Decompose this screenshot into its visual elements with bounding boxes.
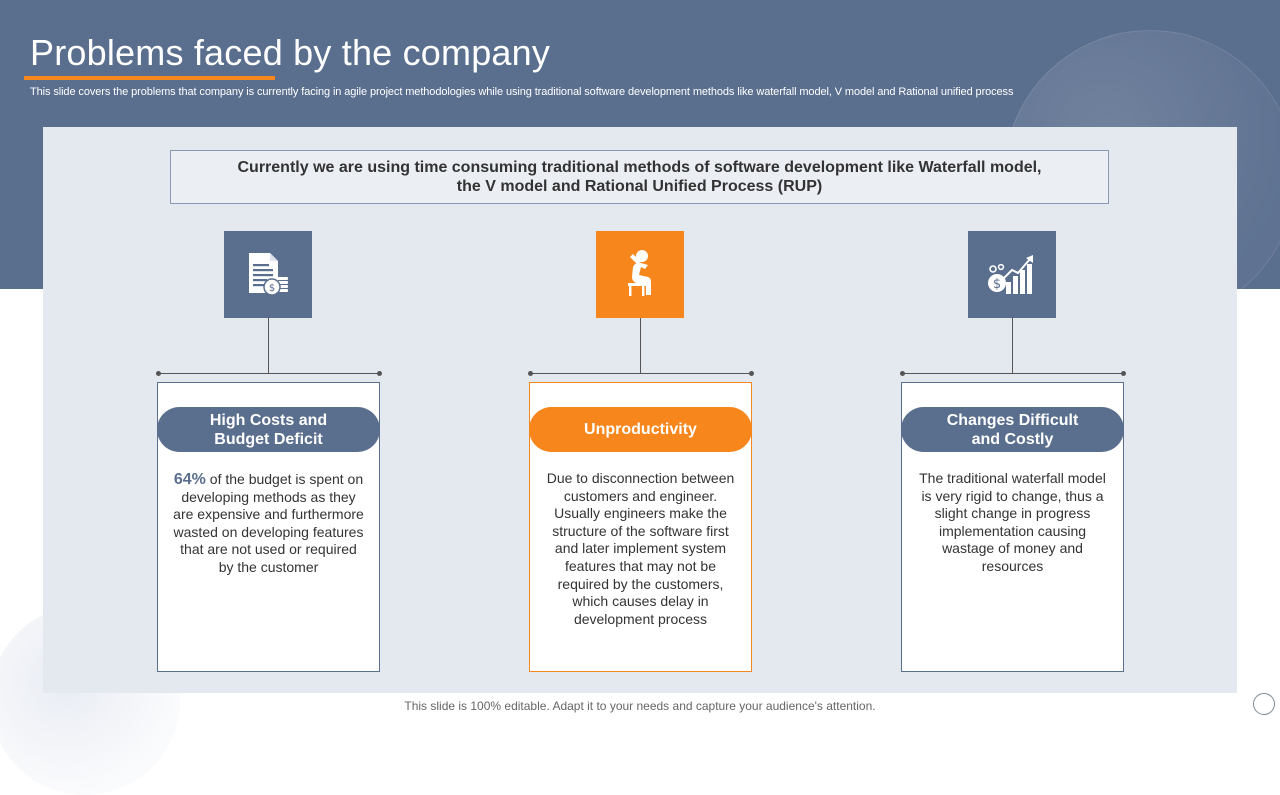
stressed-person-icon — [596, 231, 684, 318]
connector-line — [1012, 318, 1013, 374]
title-underline — [24, 76, 275, 80]
corner-circle — [1253, 693, 1275, 715]
page-subtitle: This slide covers the problems that comp… — [30, 86, 1014, 98]
intro-box: Currently we are using time consuming tr… — [170, 150, 1109, 204]
intro-text: Currently we are using time consuming tr… — [230, 158, 1050, 196]
problem-card-costs: High Costs and Budget Deficit 64% of the… — [157, 382, 380, 672]
svg-text:$: $ — [993, 277, 1001, 292]
card-title: High Costs and Budget Deficit — [209, 411, 328, 448]
card-title: Changes Difficult and Costly — [946, 411, 1079, 448]
connector-line — [903, 373, 1123, 374]
connector-dot — [377, 371, 382, 376]
connector-line — [159, 373, 379, 374]
rising-cost-chart-icon: $ — [968, 231, 1056, 318]
card-description: Due to disconnection between customers a… — [546, 470, 735, 627]
card-description-text: of the budget is spent on developing met… — [173, 471, 364, 575]
card-title: Unproductivity — [584, 421, 697, 438]
svg-text:$: $ — [269, 283, 275, 294]
connector-dot — [528, 371, 533, 376]
budget-document-icon: $ — [224, 231, 312, 318]
connector-dot — [749, 371, 754, 376]
connector-dot — [900, 371, 905, 376]
connector-dot — [1121, 371, 1126, 376]
card-title-pill: Changes Difficult and Costly — [901, 407, 1124, 452]
page-title: Problems faced by the company — [30, 32, 551, 73]
card-title-pill: High Costs and Budget Deficit — [157, 407, 380, 452]
connector-dot — [156, 371, 161, 376]
connector-line — [531, 373, 751, 374]
intro-line-2: the V model and Rational Unified Process… — [456, 178, 823, 195]
card-description: The traditional waterfall model is very … — [919, 470, 1106, 574]
card-title-pill: Unproductivity — [529, 407, 752, 452]
footer-note: This slide is 100% editable. Adapt it to… — [404, 699, 876, 713]
problem-card-unproductivity: Unproductivity Due to disconnection betw… — [529, 382, 752, 672]
card-description: 64% of the budget is spent on developing… — [172, 471, 365, 577]
intro-line-1: Currently we are using time consuming tr… — [237, 159, 1042, 176]
connector-line — [268, 318, 269, 374]
connector-line — [640, 318, 641, 374]
budget-percent: 64% — [173, 471, 206, 488]
problem-card-changes: Changes Difficult and Costly The traditi… — [901, 382, 1124, 672]
